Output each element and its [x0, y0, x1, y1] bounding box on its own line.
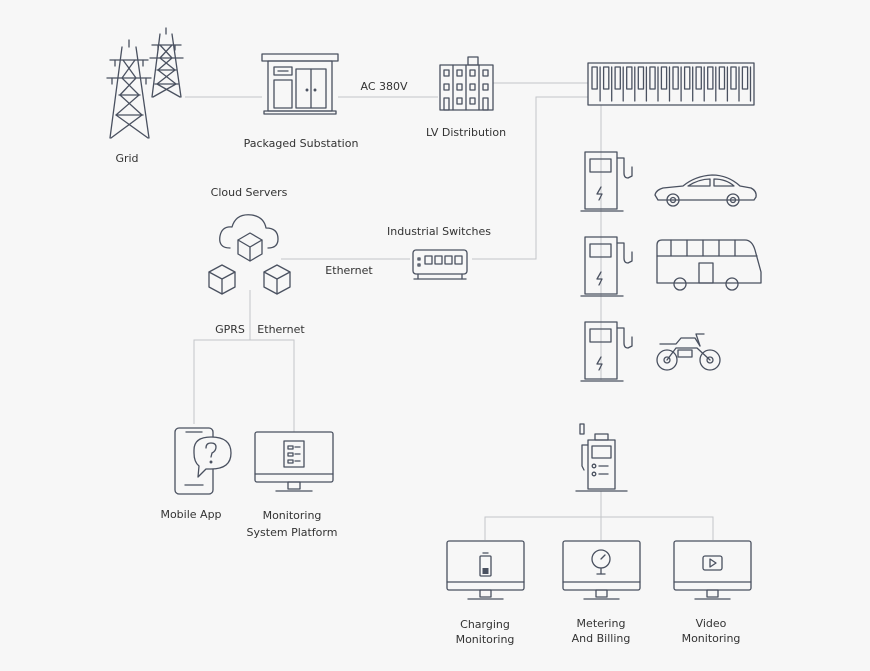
play-icon — [702, 555, 723, 571]
car-icon — [654, 174, 757, 207]
packaged-substation-label: Packaged Substation — [243, 137, 359, 150]
bus-icon — [656, 239, 762, 291]
charging-pile-icon — [580, 321, 633, 382]
cloud-servers-label: Cloud Servers — [210, 186, 288, 199]
lv-distribution-label: LV Distribution — [425, 126, 507, 139]
busbar-icon — [587, 62, 755, 106]
metering-billing-label-line1: Metering — [576, 617, 626, 630]
monitoring-platform-label: Monitoring System Platform — [247, 509, 338, 540]
busbar-slot — [649, 66, 656, 90]
busbar-slot — [718, 66, 726, 90]
grid-label: Grid — [115, 152, 139, 165]
charging-monitoring-label: Charging Monitoring — [456, 618, 515, 647]
busbar-slot — [591, 66, 598, 90]
network-switch-icon — [412, 249, 468, 280]
mobile-phone-icon — [174, 427, 232, 495]
charging-terminal-icon — [575, 423, 628, 492]
building-icon — [439, 56, 494, 111]
metering-billing-label: Metering And Billing — [572, 617, 631, 646]
battery-icon — [479, 552, 492, 577]
busbar-slot — [741, 66, 749, 90]
connector-lines — [185, 82, 714, 540]
gauge-icon — [591, 549, 611, 575]
metering-billing-label-line2: And Billing — [571, 632, 631, 645]
ethernet-switch-label: Ethernet — [325, 264, 373, 277]
substation-icon — [261, 53, 339, 115]
monitor-icon — [673, 540, 752, 600]
monitor-icon — [562, 540, 641, 600]
busbar-slot — [683, 66, 691, 90]
monitoring-platform-label-line1: Monitoring — [262, 509, 322, 522]
industrial-switches-label: Industrial Switches — [387, 225, 491, 238]
mobile-app-label: Mobile App — [160, 508, 222, 521]
charging-monitoring-label-line2: Monitoring — [455, 633, 515, 646]
busbar-slot — [602, 66, 610, 90]
charging-pile-icon — [580, 236, 633, 297]
busbar-slot — [614, 66, 621, 90]
video-monitoring-label-line2: Monitoring — [681, 632, 741, 645]
ac-380v-label: AC 380V — [360, 80, 408, 93]
busbar-slot — [730, 66, 737, 90]
cloud-server-icon — [208, 214, 291, 295]
video-monitoring-label-line1: Video — [695, 617, 727, 630]
charging-pile-icon — [580, 151, 633, 212]
busbar-slot — [707, 66, 714, 90]
busbar-slot — [626, 66, 633, 90]
monitor-icon — [446, 540, 525, 600]
busbar-slot — [672, 66, 679, 90]
busbar-slot — [637, 66, 645, 90]
busbar-slot — [695, 66, 702, 90]
busbar-slot — [660, 66, 668, 90]
video-monitoring-label: Video Monitoring — [682, 617, 741, 646]
motorcycle-icon — [656, 333, 721, 371]
ethernet-platform-label: Ethernet — [257, 323, 305, 336]
charging-monitoring-label-line1: Charging — [460, 618, 510, 631]
power-tower-icon — [106, 27, 184, 139]
monitor-icon — [254, 431, 334, 492]
monitoring-platform-label-line2: System Platform — [246, 526, 338, 539]
gprs-label: GPRS — [215, 323, 245, 336]
